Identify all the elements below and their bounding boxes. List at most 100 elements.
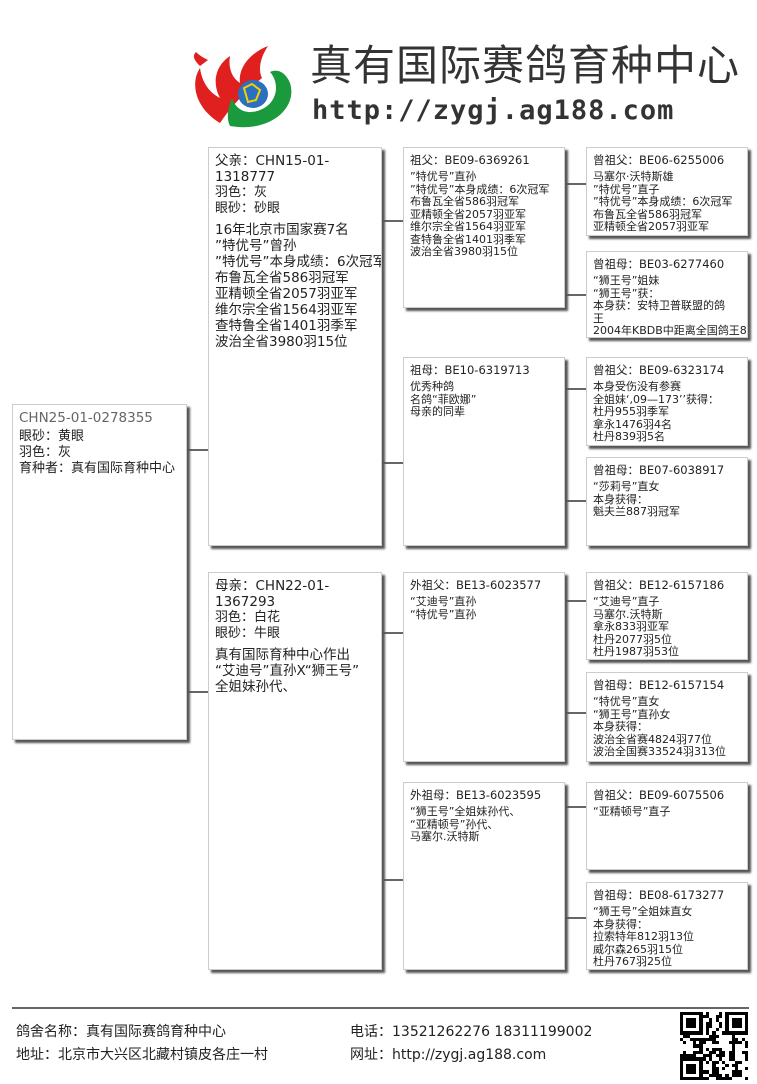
- connector-line: [565, 500, 586, 502]
- father-title: 父亲：CHN15-01-1318777: [215, 153, 330, 185]
- header-title: 真有国际赛鸽育种中心: [310, 41, 741, 90]
- card-title: 祖父：BE09-6369261: [410, 153, 530, 167]
- note-line: 波治全省3980羽15位: [215, 334, 348, 350]
- great-granddam-card[interactable]: 曾祖母：BE03-6277460“狮王号”姐妹“狮王号”获：本身获：安特卫普联盟…: [586, 251, 748, 338]
- mother-card[interactable]: 母亲：CHN22-01-1367293 羽色：白花 眼砂：牛眼 真有国际育种中心…: [208, 572, 382, 970]
- note-line: 波治全国赛33524羽313位: [593, 745, 726, 758]
- note-line: 威尔森265羽15位: [593, 942, 683, 956]
- great-granddam-card[interactable]: 曾祖母：BE07-6038917 “莎莉号”直女本身获得：魁夫兰887羽冠军: [586, 457, 748, 546]
- note-line: 全姐妹孙代、: [215, 679, 296, 695]
- note-line: ”特优号”曾孙: [215, 238, 297, 254]
- note-line: 本身获得：: [593, 492, 648, 506]
- note-line: 马塞尔.沃特斯: [593, 607, 663, 621]
- qr-code: [680, 1012, 748, 1080]
- subject-eye: 眼砂：黄眼: [19, 429, 85, 444]
- grandsire-maternal-card[interactable]: 外祖父：BE13-6023577 “艾迪号”直孙“特优号”直孙: [403, 572, 565, 762]
- logo-icon: [193, 46, 292, 128]
- note-line: 马塞尔·沃特斯雄: [593, 170, 674, 183]
- note-line: “狮王号”姐妹: [593, 274, 660, 287]
- note-line: 维尔宗全省1564羽亚军: [215, 302, 358, 318]
- note-line: 波治全省3980羽15位: [410, 245, 518, 258]
- note-line: ”特优号”本身成绩：6次冠军: [215, 254, 382, 270]
- note-line: 查特鲁全省1401羽季军: [410, 232, 526, 246]
- note-line: 全姐妹‘,09—173’’获得：: [593, 392, 719, 406]
- note-line: “特优号”直孙: [410, 607, 477, 621]
- note-line: 16年北京市国家赛7名: [215, 222, 349, 238]
- connector-line: [187, 449, 208, 451]
- connector-line: [382, 220, 403, 222]
- subject-card[interactable]: CHN25-01-0278355 眼砂：黄眼 羽色：灰 育种者：真有国际育种中心: [12, 404, 187, 740]
- note-line: 本身获得：: [593, 720, 648, 733]
- connector-line: [565, 917, 586, 919]
- connector-line: [565, 183, 586, 185]
- note-line: “莎莉号”直女: [593, 480, 660, 493]
- note-line: “艾迪号”直子: [593, 595, 660, 608]
- footer-loft-name: 鸽舍名称：真有国际赛鸽育种中心: [16, 1024, 226, 1040]
- connector-line: [565, 806, 586, 808]
- note-line: 布鲁瓦全省586羽冠军: [593, 207, 702, 221]
- father-card[interactable]: 父亲：CHN15-01-1318777 羽色：灰 眼砂：砂眼 16年北京市国家赛…: [208, 147, 382, 546]
- card-title: 祖母：BE10-6319713: [410, 363, 530, 377]
- card-title: 曾祖父：BE09-6323174: [593, 363, 725, 377]
- note-line: 杜丹955羽季军: [593, 405, 669, 418]
- note-line: 拉索特年812羽13位: [593, 930, 694, 943]
- note-line: “狮王号”全姐妹孙代、: [410, 805, 521, 818]
- note-line: 马塞尔.沃特斯: [410, 830, 480, 843]
- father-eye: 眼砂：砂眼: [215, 201, 281, 216]
- granddam-maternal-card[interactable]: 外祖母：BE13-6023595“狮王号”全姐妹孙代、“亚精顿号”孙代、马塞尔.…: [403, 782, 565, 970]
- great-grandsire-card[interactable]: 曾祖父：BE09-6075506“亚精顿号”直子: [586, 782, 748, 870]
- note-line: 名鸽“菲欧娜”: [410, 392, 477, 406]
- note-line: 本身受伤没有参赛: [593, 380, 681, 393]
- note-line: 波治全省赛4824羽77位: [593, 732, 712, 746]
- connector-line: [382, 462, 403, 464]
- note-line: 亚精顿全省2057羽亚军: [410, 207, 526, 221]
- father-notes: 16年北京市国家赛7名”特优号”曾孙”特优号”本身成绩：6次冠军布鲁瓦全省586…: [215, 222, 382, 350]
- great-granddam-card[interactable]: 曾祖母：BE12-6157154“特优号”直女“狮王号”直孙女本身获得：波治全省…: [586, 672, 748, 762]
- great-granddam-card[interactable]: 曾祖母：BE08-6173277“狮王号”全姐妹直女本身获得：拉索特年812羽1…: [586, 882, 748, 970]
- mother-color: 羽色：白花: [215, 610, 281, 625]
- great-grandsire-card[interactable]: 曾祖父：BE09-6323174 本身受伤没有参赛全姐妹‘,09—173’’获得：…: [586, 357, 748, 446]
- note-line: 亚精顿全省2057羽亚军: [593, 220, 709, 233]
- note-line: 杜丹1987羽53位: [593, 645, 679, 658]
- note-line: ”特优号”本身成绩：6次冠军: [410, 182, 550, 196]
- note-line: 本身获：安特卫普联盟的鸽: [593, 299, 725, 312]
- note-line: 王: [593, 311, 604, 325]
- note-line: “狮王号”全姐妹直女: [593, 905, 693, 918]
- note-line: 查特鲁全省1401羽季军: [215, 318, 358, 334]
- note-line: “艾迪号”直孙X“狮王号”: [215, 663, 360, 679]
- note-line: 布鲁瓦全省586羽冠军: [410, 195, 519, 208]
- footer-address: 地址：北京市大兴区北藏村镇皮各庄一村: [16, 1047, 268, 1063]
- card-title: 外祖母：BE13-6023595: [410, 788, 542, 802]
- note-line: 杜丹2077羽5位: [593, 632, 672, 646]
- note-line: ”特优号”直子: [593, 182, 660, 196]
- footer-divider: [12, 1007, 749, 1009]
- connector-line: [187, 691, 208, 693]
- card-title: 外祖父：BE13-6023577: [410, 578, 542, 592]
- card-title: 曾祖父：BE09-6075506: [593, 788, 725, 802]
- note-line: 拿永833羽亚军: [593, 620, 669, 633]
- great-grandsire-card[interactable]: 曾祖父：BE12-6157186 “艾迪号”直子马塞尔.沃特斯拿永833羽亚军杜丹…: [586, 572, 748, 660]
- note-line: 维尔宗全省1564羽亚军: [410, 220, 526, 233]
- note-line: 布鲁瓦全省586羽冠军: [215, 270, 349, 286]
- note-line: 亚精顿全省2057羽亚军: [215, 286, 358, 302]
- card-title: 曾祖父：BE12-6157186: [593, 578, 725, 592]
- note-line: “狮王号”直孙女: [593, 707, 671, 721]
- connector-line: [382, 879, 403, 881]
- mother-eye: 眼砂：牛眼: [215, 626, 281, 641]
- grandsire-paternal-card[interactable]: 祖父：BE09-6369261”特优号”直孙”特优号”本身成绩：6次冠军布鲁瓦全…: [403, 147, 565, 308]
- connector-line: [565, 600, 586, 602]
- note-line: 本身获得：: [593, 917, 648, 931]
- note-line: 优秀种鸽: [410, 380, 454, 393]
- note-line: 真有国际育种中心作出: [215, 647, 350, 663]
- mother-notes: 真有国际育种中心作出“艾迪号”直孙X“狮王号”全姐妹孙代、: [215, 647, 375, 695]
- note-line: ”特优号”本身成绩：6次冠军: [593, 195, 733, 208]
- mother-title: 母亲：CHN22-01-1367293: [215, 578, 330, 610]
- note-line: 魁夫兰887羽冠军: [593, 505, 680, 518]
- note-line: “艾迪号”直孙: [410, 595, 477, 608]
- card-title: 曾祖母：BE07-6038917: [593, 463, 725, 477]
- footer-phone: 电话：13521262276 18311199002: [350, 1024, 593, 1040]
- connector-line: [382, 632, 403, 634]
- note-line: 杜丹767羽25位: [593, 955, 672, 968]
